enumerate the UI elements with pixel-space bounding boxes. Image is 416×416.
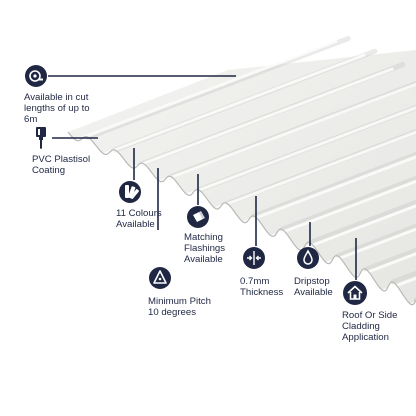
sheet-ridge-highlight [130,67,394,170]
sheet-trough-shade [279,175,416,232]
sheet-ridge-highlight [185,106,416,197]
sheet-ridge-highlight [102,53,366,156]
cut-lengths-label: Available in cut lengths of up to 6m [24,92,90,126]
pitch-label: Minimum Pitch 10 degrees [148,296,211,319]
sheet-ridge-highlight [325,227,416,265]
colour-swatch-icon [119,181,141,203]
sheet-trough-shade [307,199,416,246]
water-drop-icon [297,247,319,269]
callout-lines [48,75,357,280]
house-icon [343,281,367,305]
sheet-ridge-highlight [353,252,416,279]
sheet-trough-shade [335,223,416,259]
sheet-ridge-highlight [74,39,338,142]
corrugated-sheet [67,36,416,306]
pitch-triangle-icon [149,267,171,289]
thickness-label: 0.7mm Thickness [240,276,284,299]
tape-measure-icon [25,65,47,87]
sheet-ridge-highlight [213,130,416,210]
paint-brush-icon [36,127,46,149]
sheet-trough-shade [85,36,351,140]
colours-label: 11 Colours Available [116,208,162,231]
sheet-ridge-highlight [270,179,416,238]
sheet-front-edge [67,131,416,306]
sheet-trough-shade [251,151,416,219]
sheet-ridge-highlight [158,82,416,183]
sheet-trough-shade [363,247,416,272]
thickness-icon [243,247,265,269]
flashing-icon [187,206,209,228]
coating-label: PVC Plastisol Coating [32,154,91,177]
sheet-ridge-highlight [242,155,416,224]
sheet-surface [68,50,416,305]
application-label: Roof Or Side Cladding Application [342,310,398,344]
dripstop-label: Dripstop Available [294,276,333,299]
flashings-label: Matching Flashings Available [184,232,226,266]
sheet-ridge-highlight [298,204,416,252]
